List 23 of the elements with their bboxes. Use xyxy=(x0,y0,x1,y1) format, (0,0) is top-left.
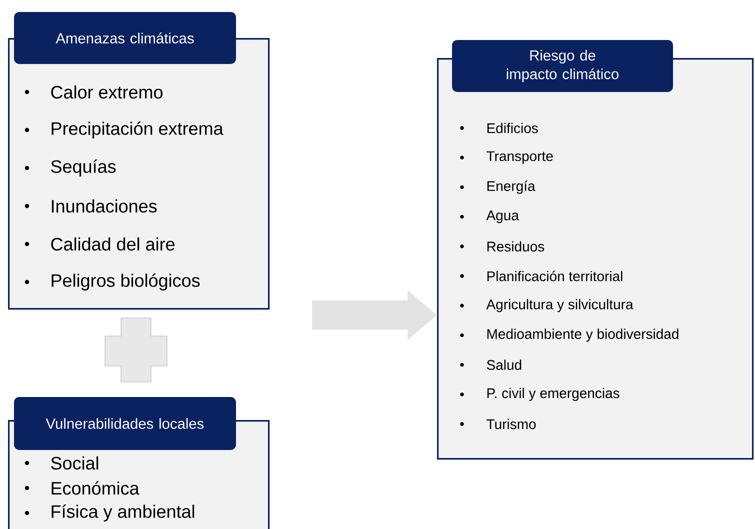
list-item: Planificación territorial xyxy=(487,270,622,282)
list-item: Social xyxy=(51,456,98,470)
heading-tab: Riesgo de impacto climático xyxy=(452,40,673,92)
list-item: Peligros biológicos xyxy=(52,274,200,290)
list-item: Transporte xyxy=(486,151,553,164)
list-item: Calor extremo xyxy=(51,85,163,99)
list-item: Turismo xyxy=(486,418,536,430)
list-item: P. civil y emergencias xyxy=(487,388,620,401)
list-item: Agricultura y silvicultura xyxy=(486,299,634,312)
list-item: Energía xyxy=(487,180,536,194)
list-item: Residuos xyxy=(487,241,544,252)
list-item: Inundaciones xyxy=(52,199,157,213)
list-item: Agua xyxy=(486,210,519,224)
heading-tab: Vulnerabilidades locales xyxy=(14,397,236,450)
list-item: Económica xyxy=(52,481,140,495)
heading-tab: Amenazas climáticas xyxy=(14,12,236,64)
list-item: Calidad del aire xyxy=(51,237,175,251)
list-item: Física y ambiental xyxy=(52,504,194,522)
list-item: Sequías xyxy=(51,160,116,176)
list-item: Precipitación extrema xyxy=(52,122,224,138)
list-item: Salud xyxy=(486,360,522,370)
list-item: Edificios xyxy=(487,122,538,134)
list-item: Medioambiente y biodiversidad xyxy=(487,328,678,342)
